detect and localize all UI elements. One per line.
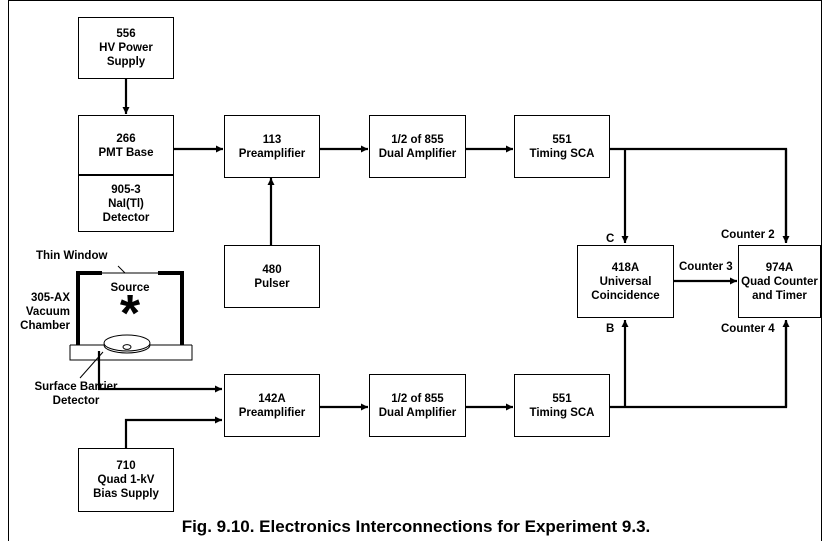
preamp-113-box: 113 Preamplifier — [224, 115, 320, 178]
preamp-142a-model: 142A — [258, 392, 286, 405]
preamp-113-label: Preamplifier — [238, 147, 306, 160]
pmt-base-model: 266 — [116, 132, 136, 145]
preamp-142a-box: 142A Preamplifier — [224, 374, 320, 437]
bias-supply-label-1: Quad 1-kV — [97, 474, 155, 486]
thin-window-label: Thin Window — [36, 250, 108, 262]
dual-amp-bottom-model: 1/2 of 855 — [391, 392, 444, 405]
sca-bottom-label: Timing SCA — [529, 406, 595, 419]
dual-amplifier-top-box: 1/2 of 855 Dual Amplifier — [369, 115, 466, 178]
counter-timer-model: 974A — [765, 261, 794, 274]
hv-supply-label-1: HV Power — [99, 42, 153, 54]
chamber-model: 305-AX — [31, 292, 70, 304]
figure-frame — [8, 0, 822, 541]
chamber-label-1: Vacuum — [25, 306, 70, 318]
timing-sca-top-box: 551 Timing SCA — [514, 115, 610, 178]
counter-3-label: Counter 3 — [679, 261, 733, 273]
thin-window-pointer — [117, 265, 126, 274]
preamp-142a-label: Preamplifier — [238, 406, 306, 419]
nai-detector-label-1: NaI(Tl) — [108, 197, 144, 210]
sca-top-model: 551 — [552, 133, 572, 146]
sca-bottom-model: 551 — [552, 392, 572, 405]
pulser-label: Pulser — [254, 277, 290, 290]
dual-amplifier-bottom-box: 1/2 of 855 Dual Amplifier — [369, 374, 466, 437]
counter-timer-label-2: and Timer — [752, 289, 807, 302]
coincidence-label-2: Coincidence — [591, 289, 660, 302]
chamber-label: 305-AX Vacuum Chamber — [14, 291, 70, 333]
bias-supply-label-2: Bias Supply — [93, 488, 159, 500]
sca-top-label: Timing SCA — [529, 147, 595, 160]
nai-detector-box: 905-3 NaI(Tl) Detector — [78, 174, 174, 232]
coincidence-box: 418A Universal Coincidence — [577, 245, 674, 318]
coincidence-label-1: Universal — [599, 275, 652, 288]
preamp-113-model: 113 — [262, 133, 282, 146]
figure-caption: Fig. 9.10. Electronics Interconnections … — [181, 517, 651, 536]
nai-detector-label-2: Detector — [102, 211, 150, 224]
hv-supply-model: 556 — [116, 28, 136, 40]
surface-barrier-label-1: Surface Barrier — [34, 381, 118, 393]
input-b-label: B — [606, 323, 615, 335]
surface-barrier-pointer — [79, 351, 104, 379]
source-label: Source — [110, 282, 150, 294]
chamber-label-2: Chamber — [20, 320, 70, 332]
counter-2-label: Counter 2 — [721, 229, 775, 241]
source-asterisk: * — [119, 285, 141, 343]
hv-supply-label-2: Supply — [106, 56, 146, 68]
timing-sca-bottom-box: 551 Timing SCA — [514, 374, 610, 437]
quad-counter-timer-box: 974A Quad Counter and Timer — [738, 245, 821, 318]
dual-amp-top-model: 1/2 of 855 — [391, 133, 444, 146]
pmt-base-box: 266 PMT Base — [78, 115, 174, 176]
bias-supply-model: 710 — [116, 460, 136, 472]
dual-amp-bottom-label: Dual Amplifier — [378, 406, 457, 419]
bias-supply-box: 710 Quad 1-kV Bias Supply — [78, 448, 174, 512]
input-c-label: C — [606, 233, 615, 245]
counter-4-label: Counter 4 — [721, 323, 775, 335]
counter-timer-label-1: Quad Counter — [741, 275, 818, 288]
hv-power-supply-box: 556 HV Power Supply — [78, 17, 174, 79]
detector-disc — [103, 334, 151, 354]
wire-bias-to-142a — [124, 416, 222, 448]
pulser-box: 480 Pulser — [224, 245, 320, 308]
pulser-model: 480 — [262, 263, 282, 276]
pmt-base-label: PMT Base — [98, 146, 154, 159]
wire-detector-to-142a — [97, 351, 222, 393]
surface-barrier-label: Surface Barrier Detector — [14, 380, 138, 408]
nai-detector-model: 905-3 — [111, 183, 141, 196]
dual-amp-top-label: Dual Amplifier — [378, 147, 457, 160]
vacuum-chamber — [69, 270, 193, 361]
coincidence-model: 418A — [611, 261, 640, 274]
surface-barrier-label-2: Detector — [52, 395, 100, 407]
